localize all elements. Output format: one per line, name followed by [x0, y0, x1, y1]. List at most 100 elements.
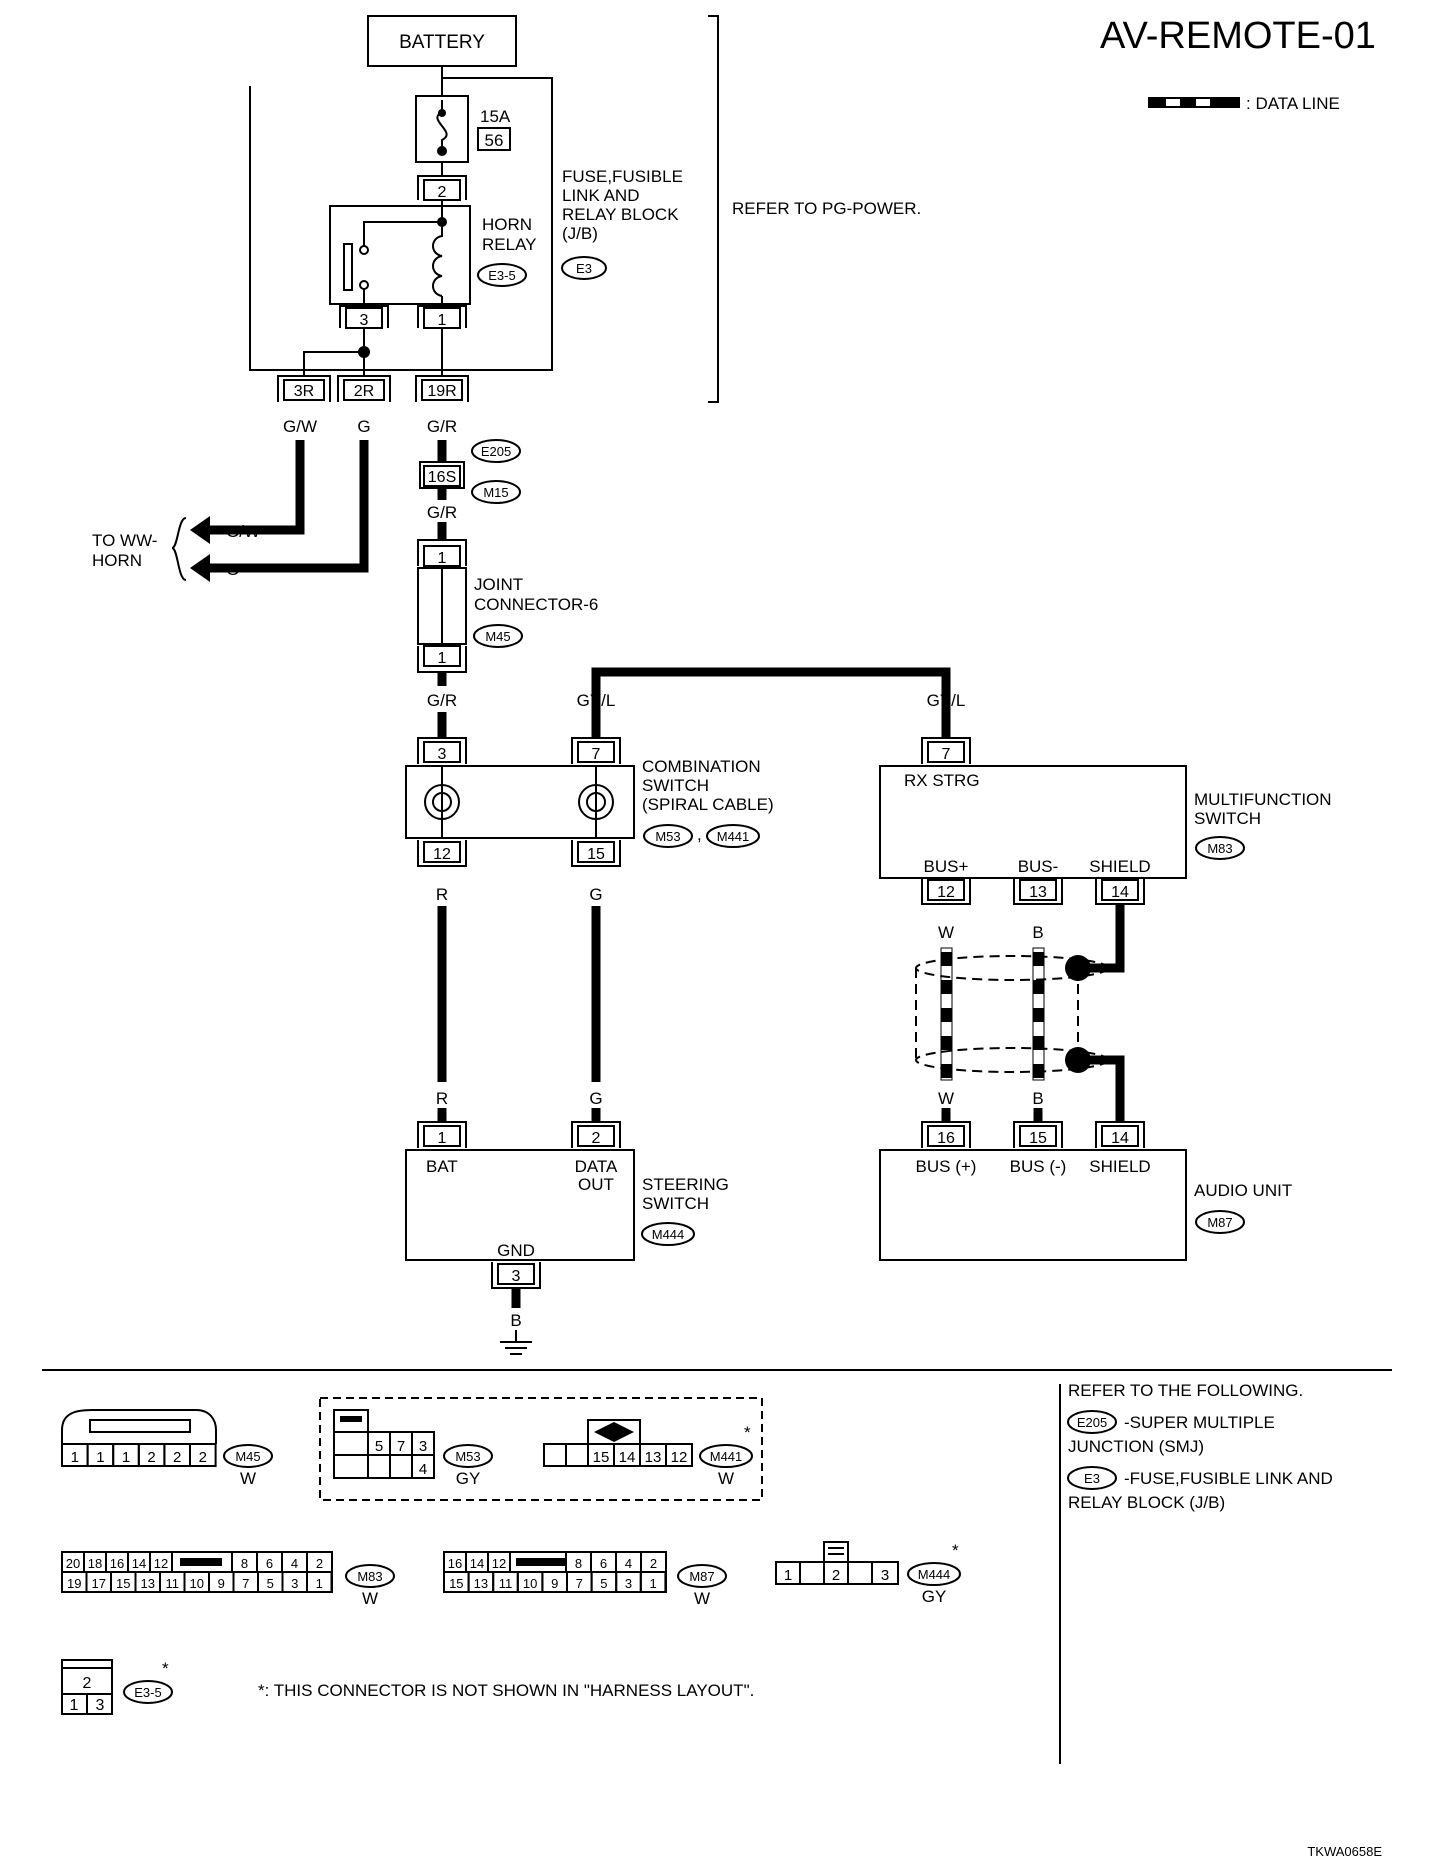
svg-text:3: 3	[512, 1268, 521, 1285]
connector-cell	[189, 1443, 217, 1467]
refer-heading: REFER TO THE FOLLOWING.	[1068, 1381, 1303, 1400]
cs-label-2: SWITCH	[642, 776, 709, 795]
combination-switch: 3 7 12 15	[405, 737, 635, 867]
svg-text:B: B	[510, 1311, 521, 1330]
connector-cell	[333, 1431, 369, 1456]
svg-text:1: 1	[438, 1130, 447, 1147]
connector-pin: 1	[417, 305, 467, 329]
connector-pin: 3	[339, 305, 389, 329]
connector-pin-label: 2	[173, 1449, 181, 1466]
connector-pin-label: 2	[650, 1556, 657, 1571]
ss-code: M444	[652, 1227, 685, 1242]
fuse-rating: 15A	[480, 107, 511, 126]
svg-text:G/R: G/R	[427, 417, 457, 436]
connector-cell	[411, 1454, 435, 1479]
svg-text:GY/L: GY/L	[927, 691, 966, 710]
connector-cell	[389, 1454, 413, 1479]
arrow-left-icon	[190, 516, 210, 544]
svg-text:B: B	[1032, 923, 1043, 942]
connector-pin-label: 13	[645, 1449, 662, 1466]
jb-label-3: RELAY BLOCK	[562, 205, 679, 224]
connector-pin-label: 3	[419, 1438, 427, 1455]
svg-text:2R: 2R	[354, 383, 374, 400]
connector-pin-label: 1	[96, 1449, 104, 1466]
svg-text:GY/L: GY/L	[577, 691, 616, 710]
data-line-legend: : DATA LINE	[1148, 94, 1340, 113]
relay-contact	[343, 243, 353, 291]
svg-text:-SUPER MULTIPLE: -SUPER MULTIPLE	[1124, 1413, 1275, 1432]
svg-text:BUS-: BUS-	[1018, 857, 1059, 876]
connector-pin: 2	[417, 175, 467, 201]
connector-pin-label: 16	[448, 1556, 462, 1571]
svg-text:RELAY BLOCK (J/B): RELAY BLOCK (J/B)	[1068, 1493, 1225, 1512]
svg-text:M53: M53	[455, 1449, 480, 1464]
svg-text:3: 3	[360, 312, 369, 329]
cs-label-3: (SPIRAL CABLE)	[642, 795, 774, 814]
connector-pin-label: 16	[110, 1556, 124, 1571]
svg-text:14: 14	[1111, 884, 1129, 901]
connector-cell	[665, 1443, 693, 1467]
svg-text:*: *	[744, 1423, 751, 1442]
connector-pin-label: 8	[241, 1556, 248, 1571]
svg-text:R: R	[436, 885, 448, 904]
jb-label-4: (J/B)	[562, 224, 598, 243]
au-code: M87	[1207, 1215, 1232, 1230]
cs-code-1: M53	[655, 829, 680, 844]
connector-pin-label: 1	[122, 1449, 130, 1466]
cs-code-2: M441	[717, 829, 750, 844]
svg-text:2: 2	[438, 184, 447, 201]
svg-text:B: B	[1032, 1089, 1043, 1108]
connector-pin-label: 2	[147, 1449, 155, 1466]
connector-pin-label: 5	[375, 1438, 383, 1455]
svg-text:3R: 3R	[294, 383, 314, 400]
connector-cell	[775, 1561, 801, 1585]
connector-pin-label: 2	[832, 1567, 840, 1584]
svg-text:G: G	[357, 417, 370, 436]
jb-label-1: FUSE,FUSIBLE	[562, 167, 683, 186]
connector-cell	[823, 1561, 849, 1585]
wire-shield-top	[1084, 904, 1125, 973]
connector-pin-label: 1	[316, 1576, 323, 1591]
svg-text:1: 1	[438, 312, 447, 329]
connector-pin-label: 12	[154, 1556, 168, 1571]
ss-label-1: STEERING	[642, 1175, 729, 1194]
svg-text:G/R: G/R	[427, 503, 457, 522]
connector-pin-label: 15	[593, 1449, 610, 1466]
connector-pin-label: 4	[419, 1461, 427, 1478]
connector-pin-label: 9	[551, 1576, 558, 1591]
svg-text:1: 1	[70, 1697, 79, 1714]
svg-text:G: G	[589, 885, 602, 904]
svg-text:16: 16	[937, 1130, 955, 1147]
svg-text:W: W	[694, 1589, 710, 1608]
svg-text:SHIELD: SHIELD	[1089, 1157, 1150, 1176]
svg-text:DATA: DATA	[575, 1157, 618, 1176]
svg-text:W: W	[240, 1469, 256, 1488]
connector-cell	[639, 1571, 667, 1593]
connector-pin-label: 4	[625, 1556, 632, 1571]
connector-pin-label: 8	[575, 1556, 582, 1571]
connector-pin-label: 11	[166, 1576, 180, 1591]
svg-text:16S: 16S	[428, 469, 456, 486]
multifunction-switch: 7 12 13 14	[879, 737, 1187, 905]
connector-pin-label: 19	[67, 1576, 81, 1591]
doc-id: TKWA0658E	[1307, 1844, 1382, 1859]
svg-text:JUNCTION (SMJ): JUNCTION (SMJ)	[1068, 1437, 1204, 1456]
data-line-b	[1032, 947, 1045, 1081]
connector-cell	[565, 1443, 589, 1467]
svg-text:M83: M83	[357, 1569, 382, 1584]
smj-connector: 16S	[419, 461, 465, 489]
smj-code-top: E205	[481, 444, 511, 459]
connector-pin-label: 2	[199, 1449, 207, 1466]
svg-text:W: W	[362, 1589, 378, 1608]
connector-cell	[367, 1454, 391, 1479]
cs-label-1: COMBINATION	[642, 757, 761, 776]
connector-pin-label: 14	[132, 1556, 146, 1571]
svg-text:14: 14	[1111, 1130, 1129, 1147]
wire-shield-bottom	[1084, 1055, 1125, 1122]
svg-text:*: *	[162, 1659, 169, 1678]
svg-text:W: W	[938, 923, 954, 942]
ww-horn-label-2: HORN	[92, 551, 142, 570]
connector-pin-label: 18	[88, 1556, 102, 1571]
